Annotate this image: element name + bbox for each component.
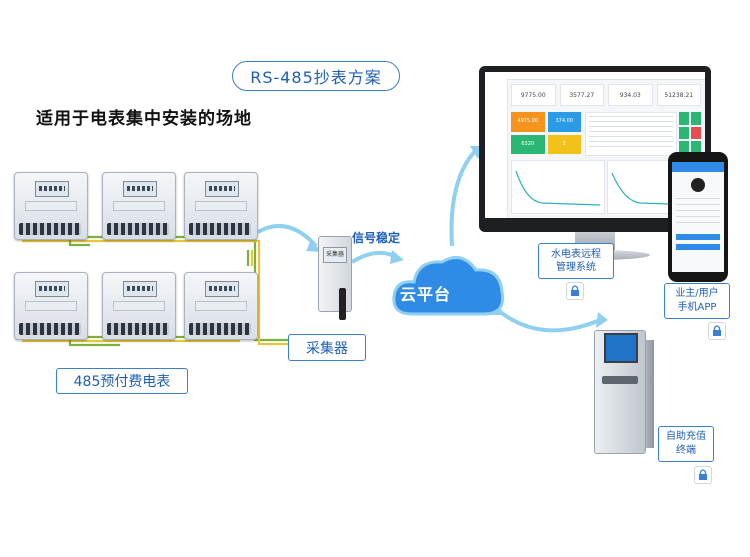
line-chart-panel	[511, 160, 605, 214]
collector-screen-text: 采集器	[323, 247, 347, 263]
data-table	[585, 112, 677, 156]
web-system-label-line1: 水电表远程	[551, 249, 601, 260]
app-label-line2: 手机APP	[677, 302, 717, 313]
app-label-line1: 业主/用户	[675, 288, 719, 299]
stat-card: 9775.00	[511, 84, 556, 106]
meters-label: 485预付费电表	[56, 368, 188, 394]
stat-card: 934.03	[608, 84, 653, 106]
web-system-label-line2: 管理系统	[556, 262, 596, 273]
mobile-phone	[668, 152, 728, 282]
cloud-label: 云平台	[400, 285, 452, 304]
status-tile: 6320	[511, 134, 545, 154]
status-tile: 1	[547, 134, 581, 154]
electric-meter	[184, 272, 258, 340]
collector-device: 采集器	[318, 236, 352, 312]
electric-meter	[102, 172, 176, 240]
arrow-meters-collector	[257, 224, 318, 248]
lock-icon	[708, 322, 726, 340]
dashboard-screen: 9775.00 3577.27 934.03 51238.21 4975.00 …	[485, 72, 705, 218]
lock-icon	[566, 282, 584, 300]
stat-card: 51238.21	[656, 84, 701, 106]
kiosk-card-slot	[602, 376, 638, 384]
phone-screen	[672, 162, 724, 272]
status-tile: 374.00	[547, 112, 581, 132]
diagram-title: RS-485抄表方案	[232, 61, 400, 91]
kiosk-label-line1: 自助充值	[666, 431, 706, 442]
kiosk-screen	[604, 333, 638, 363]
antenna-icon	[339, 288, 346, 320]
lock-icon	[694, 466, 712, 484]
web-system-label: 水电表远程 管理系统	[538, 243, 614, 279]
cloud-icon	[392, 256, 505, 316]
app-label: 业主/用户 手机APP	[664, 283, 730, 319]
monitor: 9775.00 3577.27 934.03 51238.21 4975.00 …	[479, 66, 711, 232]
electric-meter	[184, 172, 258, 240]
status-tile: 4975.00	[511, 112, 545, 132]
electric-meter	[14, 172, 88, 240]
kiosk-label: 自助充值 终端	[658, 426, 714, 462]
collector-label: 采集器	[288, 334, 366, 361]
electric-meter	[102, 272, 176, 340]
electric-meter	[14, 272, 88, 340]
stat-card: 3577.27	[559, 84, 604, 106]
diagram-subtitle: 适用于电表集中安装的场地	[36, 109, 252, 129]
kiosk-label-line2: 终端	[676, 445, 696, 456]
signal-label: 信号稳定	[352, 231, 401, 245]
